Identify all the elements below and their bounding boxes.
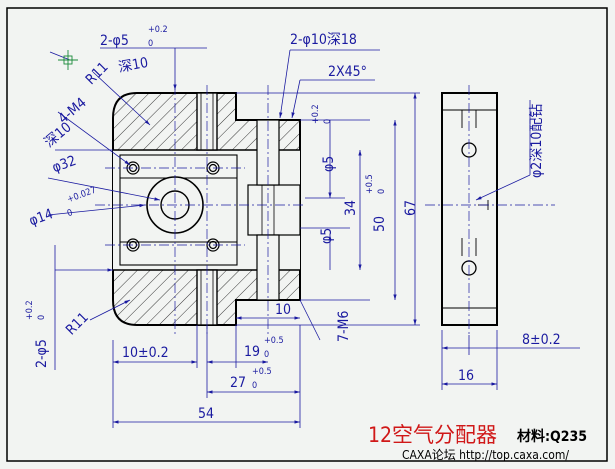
svg-text:0: 0 — [377, 189, 387, 194]
dim-phi32: φ32 — [50, 153, 78, 176]
svg-text:+0.2: +0.2 — [25, 300, 35, 320]
svg-text:0: 0 — [148, 39, 153, 49]
svg-text:0: 0 — [252, 381, 257, 391]
drawing-frame — [6, 7, 608, 462]
dim-phi5-upper: φ5 — [321, 156, 337, 172]
dim-8pm02: 8±0.2 — [522, 332, 561, 348]
svg-text:+0.2: +0.2 — [148, 25, 168, 35]
center-lines — [95, 85, 305, 335]
dim-chamfer: 2X45° — [328, 64, 367, 80]
svg-text:+0.5: +0.5 — [252, 367, 272, 377]
dimension-lines — [47, 47, 580, 428]
svg-text:+0.2: +0.2 — [311, 104, 321, 124]
svg-text:0: 0 — [66, 208, 74, 219]
svg-text:+0.5: +0.5 — [365, 174, 375, 194]
dim-2-phi10-depth18: 2-φ10深18 — [290, 32, 357, 48]
drawing-title: 12空气分配器 — [368, 423, 497, 447]
dim-16: 16 — [458, 368, 474, 384]
svg-text:0: 0 — [264, 350, 269, 360]
front-view — [95, 85, 305, 335]
dim-67: 67 — [403, 200, 419, 216]
side-view — [425, 85, 555, 335]
dim-10: 10 — [275, 302, 291, 318]
dim-34: 34 — [343, 200, 359, 216]
material-label: 材料:Q235 — [517, 428, 587, 445]
dim-7-m6: 7-M6 — [336, 311, 352, 342]
dim-phi5-lower: φ5 — [319, 228, 335, 244]
svg-text:+0.5: +0.5 — [264, 336, 284, 346]
svg-text:0: 0 — [37, 315, 47, 320]
dim-19: 19 — [244, 344, 260, 360]
dim-left-2-phi5: 2-φ5 — [34, 339, 50, 368]
dim-side-pin: φ2深10配钻 — [529, 104, 545, 178]
side-view-body — [441, 92, 498, 326]
crosshair-cursor-icon — [58, 50, 78, 70]
dim-54: 54 — [198, 406, 214, 422]
dim-2-phi5: 2-φ5 — [100, 33, 129, 49]
dim-50: 50 — [372, 216, 388, 232]
dim-10pm02: 10±0.2 — [122, 345, 169, 361]
caxa-watermark: CAXA论坛 http://top.caxa.com/ — [402, 448, 569, 462]
dim-27: 27 — [230, 375, 246, 391]
svg-text:0: 0 — [323, 119, 333, 124]
dim-depth10: 深10 — [117, 55, 149, 76]
dim-phi14: φ14 — [27, 206, 55, 229]
